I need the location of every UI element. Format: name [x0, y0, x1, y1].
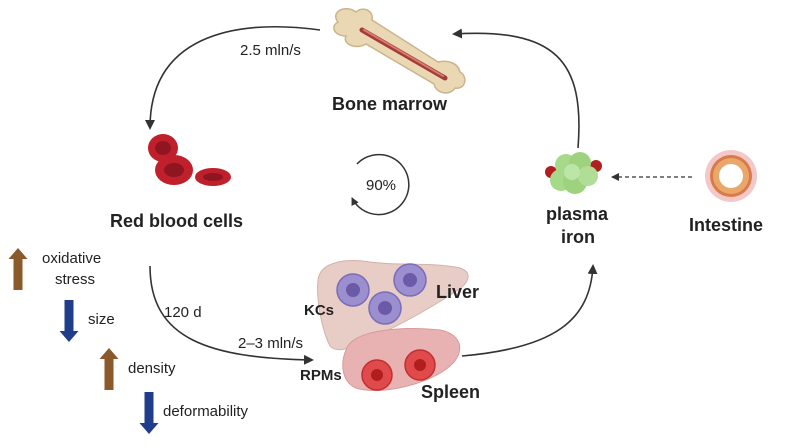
bone-marrow-label: Bone marrow	[332, 94, 448, 114]
iron-label: iron	[561, 227, 595, 247]
arrow-down-icon-size	[59, 300, 79, 342]
marrow-to-rbc-rate: 2.5 mln/s	[240, 42, 301, 59]
plasma-label: plasma	[546, 204, 609, 224]
liver-label: Liver	[436, 282, 480, 302]
red-blood-cells-icon	[148, 134, 231, 186]
arrow-spleen-to-iron	[461, 264, 598, 357]
rbc-clearance-rate: 2–3 mln/s	[238, 335, 304, 352]
aging-change-arrows	[8, 248, 159, 434]
arrow-up-icon-oxidative	[8, 248, 28, 290]
rbc-lifespan: 120 d	[164, 304, 202, 321]
recycling-percent: 90%	[366, 177, 397, 194]
arrow-down-icon-deformability	[139, 392, 159, 434]
arrow-up-icon-density	[99, 348, 119, 390]
spleen-label: Spleen	[421, 382, 481, 402]
change-label-deformability: deformability	[163, 403, 249, 420]
arrow-iron-to-marrow	[452, 28, 580, 149]
intestine-label: Intestine	[689, 215, 764, 235]
plasma-iron-icon	[545, 152, 602, 194]
arrow-marrow-to-rbc	[145, 26, 321, 130]
kupffer-cells-icon	[336, 263, 427, 325]
bone-marrow-icon	[333, 8, 466, 94]
intestine-icon	[705, 150, 757, 202]
red-blood-cells-label: Red blood cells	[110, 211, 244, 231]
kcs-label: KCs	[304, 302, 335, 319]
arrow-rbc-to-macrophages	[149, 265, 314, 365]
change-label-size: size	[88, 311, 115, 328]
recycling-cycle-arrow	[351, 153, 410, 216]
rpms-label: RPMs	[300, 367, 342, 384]
rpms-icon	[361, 349, 436, 391]
change-label-stress: stress	[55, 271, 96, 288]
change-label-oxidative: oxidative	[42, 250, 102, 267]
change-label-density: density	[128, 360, 176, 377]
